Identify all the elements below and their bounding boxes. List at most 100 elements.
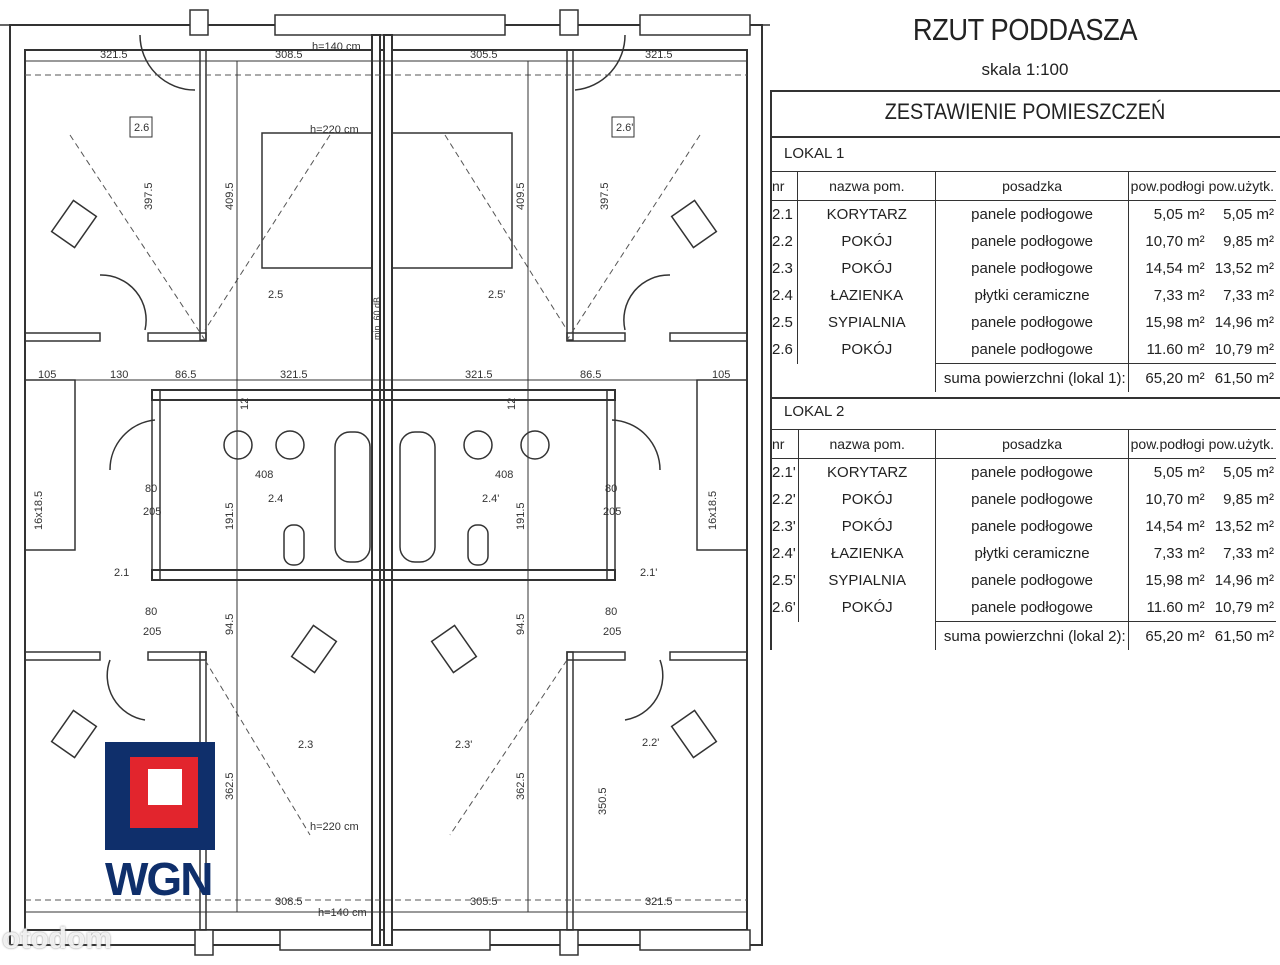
dimension: 409.5 bbox=[224, 182, 236, 210]
cell-name: SYPIALNIA bbox=[797, 309, 936, 336]
cell-floor: panele podłogowe bbox=[935, 486, 1129, 513]
room-schedule-panel: RZUT PODDASZA skala 1:100 ZESTAWIENIE PO… bbox=[770, 0, 1280, 965]
cell-floor: płytki ceramiczne bbox=[935, 282, 1129, 309]
col-area-usable: pow.użytk. bbox=[1206, 171, 1276, 201]
dimension: 397.5 bbox=[143, 182, 155, 210]
dimension: 130 bbox=[110, 369, 128, 381]
dimension: h=140 cm bbox=[312, 41, 361, 53]
cell-a2: 5,05 m² bbox=[1223, 206, 1274, 223]
dimension: 191.5 bbox=[224, 502, 236, 530]
divider bbox=[770, 397, 1280, 399]
room-tag: 2.2' bbox=[642, 737, 659, 749]
cell-name: POKÓJ bbox=[797, 255, 936, 282]
room-tag: 2.5 bbox=[268, 289, 283, 301]
cell-nr: 2.2' bbox=[772, 491, 796, 508]
schedule-title: ZESTAWIENIE POMIESZCZEŃ bbox=[884, 99, 1166, 124]
dimension: 80 bbox=[145, 606, 157, 618]
col-nr: nr bbox=[770, 171, 798, 201]
cell-a2: 5,05 m² bbox=[1223, 464, 1274, 481]
dimension: h=220 cm bbox=[310, 821, 359, 833]
room-tag: 2.1 bbox=[114, 567, 129, 579]
col-floor: posadzka bbox=[935, 171, 1129, 201]
cell-a1: 7,33 m² bbox=[1127, 282, 1207, 309]
cell-floor: panele podłogowe bbox=[935, 228, 1129, 255]
dimension: 86.5 bbox=[175, 369, 196, 381]
cell-a2: 7,33 m² bbox=[1223, 287, 1274, 304]
dimension: 408 bbox=[495, 469, 513, 481]
cell-floor: panele podłogowe bbox=[935, 255, 1129, 282]
cell-a1: 14,54 m² bbox=[1127, 513, 1207, 540]
cell-floor: panele podłogowe bbox=[935, 309, 1129, 336]
room-tag: 2.4' bbox=[482, 493, 499, 505]
dimension: 86.5 bbox=[580, 369, 601, 381]
dimension: 321.5 bbox=[465, 369, 493, 381]
dimension: 321.5 bbox=[280, 369, 308, 381]
dimension: 321.5 bbox=[100, 49, 128, 61]
sum-row: suma powierzchni (lokal 1): 65,20 m² 61,… bbox=[770, 363, 1276, 392]
dimension: 308.5 bbox=[275, 896, 303, 908]
dimension: 362.5 bbox=[515, 772, 527, 800]
cell-nr: 2.6' bbox=[772, 599, 796, 617]
dimension: 408 bbox=[255, 469, 273, 481]
sum-area-usable: 61,50 m² bbox=[1206, 363, 1276, 392]
page-title: RZUT PODDASZA bbox=[912, 12, 1138, 47]
room-tag: 2.4 bbox=[268, 493, 283, 505]
cell-a1: 14,54 m² bbox=[1127, 255, 1207, 282]
lokal2-table: nr nazwa pom. posadzka pow.podłogi pow.u… bbox=[770, 429, 1276, 650]
cell-floor: panele podłogowe bbox=[935, 594, 1129, 622]
cell-name: POKÓJ bbox=[797, 513, 936, 540]
dimension: 305.5 bbox=[470, 896, 498, 908]
cell-name: SYPIALNIA bbox=[797, 567, 936, 594]
cell-name: POKÓJ bbox=[797, 228, 936, 255]
lokal1-label: LOKAL 1 bbox=[784, 145, 845, 162]
cell-name: POKÓJ bbox=[797, 336, 936, 364]
room-tag: 2.3' bbox=[455, 739, 472, 751]
cell-a1: 5,05 m² bbox=[1127, 458, 1207, 486]
dimension: 321.5 bbox=[645, 896, 673, 908]
cell-a1: 10,70 m² bbox=[1127, 228, 1207, 255]
cell-floor: płytki ceramiczne bbox=[935, 540, 1129, 567]
dimension: 321.5 bbox=[645, 49, 673, 61]
cell-name: POKÓJ bbox=[797, 594, 936, 622]
cell-a1: 11.60 m² bbox=[1127, 594, 1207, 622]
cell-name: KORYTARZ bbox=[797, 458, 936, 486]
cell-a2: 10,79 m² bbox=[1214, 341, 1274, 358]
cell-floor: panele podłogowe bbox=[935, 200, 1129, 228]
cell-floor: panele podłogowe bbox=[935, 513, 1129, 540]
dimension: 205 bbox=[603, 626, 621, 638]
dimension: 80 bbox=[605, 483, 617, 495]
cell-nr: 2.3' bbox=[772, 518, 796, 535]
sum-area-floor: 65,20 m² bbox=[1127, 621, 1207, 650]
cell-a2: 7,33 m² bbox=[1223, 545, 1274, 562]
cell-a1: 11.60 m² bbox=[1127, 336, 1207, 364]
dimension: 94.5 bbox=[224, 614, 236, 635]
cell-name: KORYTARZ bbox=[797, 200, 936, 228]
otodom-watermark: otodom bbox=[2, 922, 112, 955]
sum-area-floor: 65,20 m² bbox=[1127, 363, 1207, 392]
cell-a2: 10,79 m² bbox=[1214, 599, 1274, 616]
room-tag: 2.6 bbox=[134, 122, 149, 134]
dimension: 205 bbox=[143, 626, 161, 638]
scale-label: skala 1:100 bbox=[981, 60, 1069, 79]
cell-floor: panele podłogowe bbox=[935, 567, 1129, 594]
table-header: nr nazwa pom. posadzka pow.podłogi pow.u… bbox=[770, 429, 1276, 459]
dimension: 409.5 bbox=[515, 182, 527, 210]
cell-nr: 2.5' bbox=[772, 572, 796, 589]
dimension: 80 bbox=[145, 483, 157, 495]
cell-nr: 2.4' bbox=[772, 545, 796, 562]
divider bbox=[770, 90, 772, 650]
dimension: 80 bbox=[605, 606, 617, 618]
cell-a1: 7,33 m² bbox=[1127, 540, 1207, 567]
dimension: h=220 cm bbox=[310, 124, 359, 136]
lokal2-label: LOKAL 2 bbox=[784, 403, 845, 420]
floor-plan: 2.6 2.5 2.5' 2.6' 2.4 2.4' 2.1 2.1' 2.3 … bbox=[0, 9, 770, 956]
wgn-logo-text: WGN bbox=[105, 853, 213, 905]
cell-nr: 2.6 bbox=[772, 341, 793, 359]
